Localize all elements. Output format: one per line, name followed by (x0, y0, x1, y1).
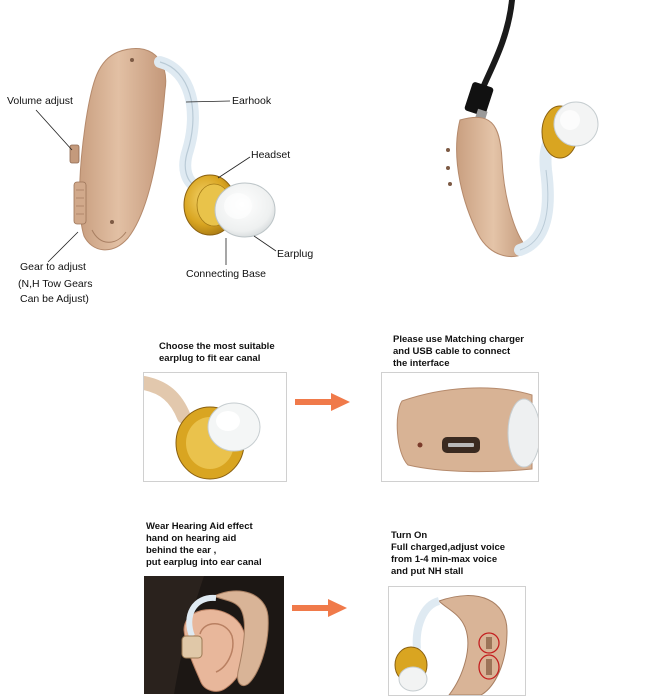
earplug-closeup-illustration (144, 376, 261, 480)
label-volume-adjust: Volume adjust (7, 95, 73, 107)
step2-caption-line2: and USB cable to connect (393, 346, 511, 357)
step3-caption-line4: put earplug into ear canal (146, 557, 262, 568)
step4-caption-line4: and put NH stall (391, 566, 464, 577)
usb-port-closeup-illustration (396, 387, 538, 473)
step2-caption-line3: the interface (393, 358, 450, 369)
step1-caption-line1: Choose the most suitable (159, 341, 275, 352)
step3-caption-line1: Wear Hearing Aid effect (146, 521, 253, 532)
step4-caption-line3: from 1-4 min-max voice (391, 554, 498, 565)
step4-caption-line1: Turn On (391, 530, 428, 541)
step2-caption-line1: Please use Matching charger (393, 334, 524, 345)
hearing-aid-diagram: Volume adjust Earhook Headset Earplug Co… (0, 0, 330, 310)
label-gear-line2: (N,H Tow Gears (18, 278, 93, 290)
step3-photo-frame (144, 576, 284, 694)
step1-photo-frame (143, 372, 287, 482)
label-earplug: Earplug (277, 248, 314, 260)
step3-caption-line3: behind the ear , (146, 545, 217, 556)
charging-illustration (446, 0, 599, 258)
step2-photo-frame (381, 372, 539, 482)
wearing-hearing-aid-illustration (144, 576, 284, 694)
step4-caption-line2: Full charged,adjust voice (391, 542, 506, 553)
step3-arrow-icon (292, 598, 348, 618)
label-gear-line1: Gear to adjust (20, 261, 86, 273)
label-headset: Headset (251, 149, 291, 161)
hearing-aid-illustration (35, 47, 277, 265)
charging-photo (420, 0, 620, 280)
step1-arrow-icon (295, 392, 351, 412)
step4-photo-frame (388, 586, 526, 696)
turn-on-illustration (394, 595, 508, 695)
step3-caption-line2: hand on hearing aid (146, 533, 237, 544)
step1-caption-line2: earplug to fit ear canal (159, 353, 261, 364)
label-connecting-base: Connecting Base (186, 268, 266, 280)
label-gear-line3: Can be Adjust) (20, 293, 89, 305)
label-earhook: Earhook (232, 95, 272, 107)
